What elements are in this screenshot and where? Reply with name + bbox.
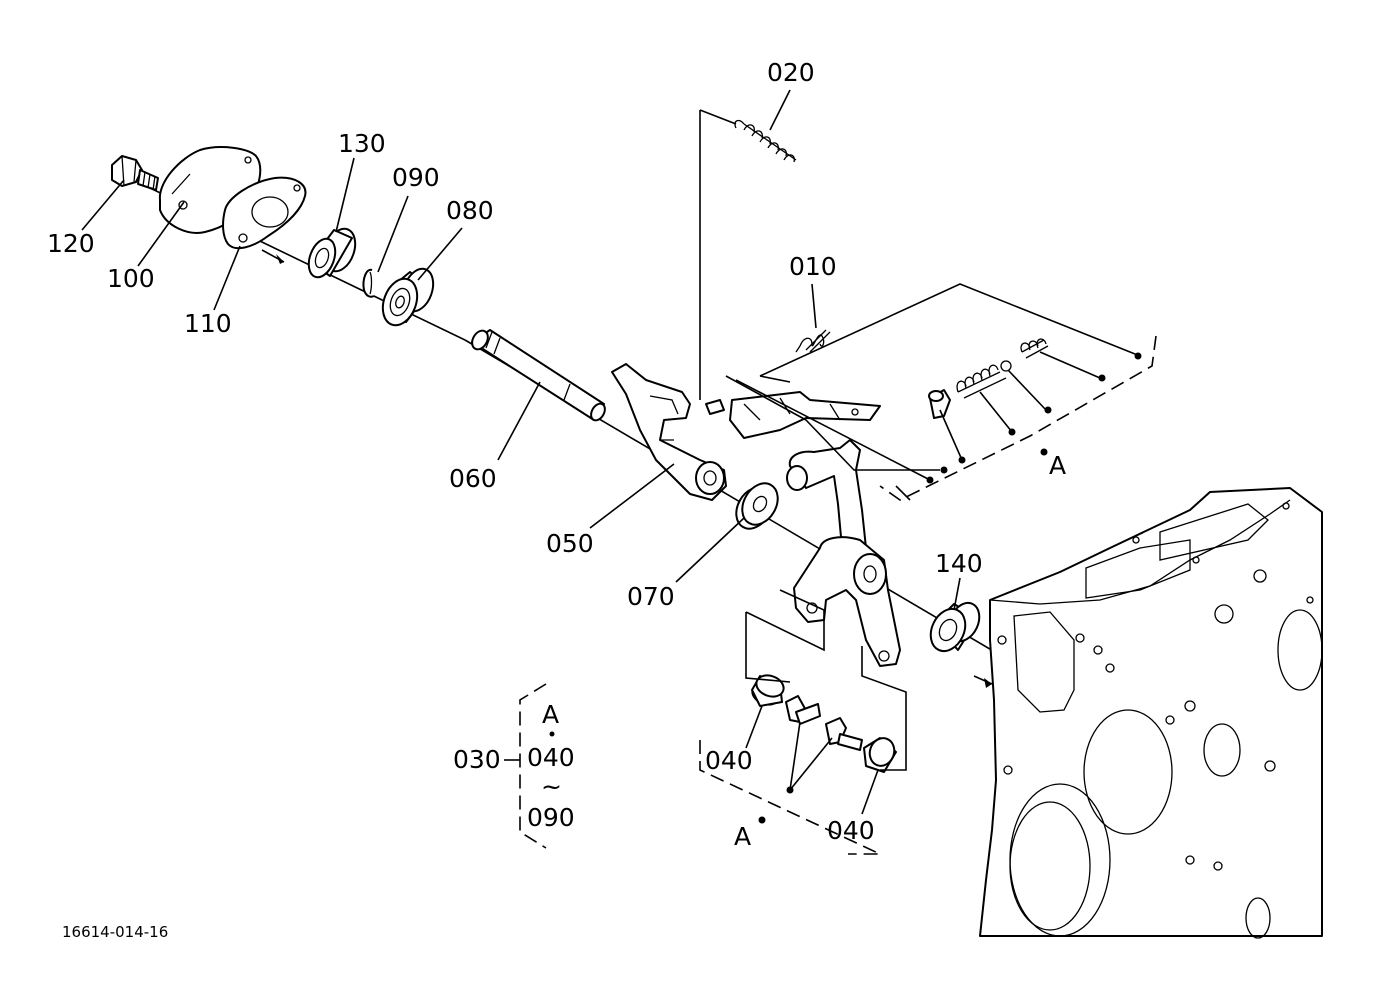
part-120-bolt <box>111 155 159 191</box>
part-070-washer <box>735 482 779 530</box>
legend-to: 090 <box>527 803 575 832</box>
legend-assembly-number: 030 <box>453 745 501 774</box>
part-130-oil-seal <box>307 227 357 279</box>
part-010-spring <box>795 329 831 353</box>
reference-dots <box>549 352 1142 824</box>
part-050-fork-lever <box>611 363 727 501</box>
part-080-ball-bearing <box>381 267 435 327</box>
callout-070: 070 <box>627 582 675 611</box>
callout-050: 050 <box>546 529 594 558</box>
drawing-code: 16614-014-16 <box>62 923 169 941</box>
callout-leader-lines <box>81 89 961 815</box>
kit-legend-bracket <box>504 683 547 849</box>
callout-060: 060 <box>449 464 497 493</box>
engine-block-housing <box>973 487 1323 939</box>
part-020-tension-spring <box>734 119 797 163</box>
callout-020: 020 <box>767 58 815 87</box>
ref-label-a-lower: A <box>734 822 752 851</box>
kit-a-boundary-lines <box>699 109 1157 855</box>
part-140-bearing <box>929 601 981 653</box>
callout-010: 010 <box>789 252 837 281</box>
legend-range-mark: ~ <box>541 772 562 801</box>
part-governor-lever-plate <box>705 391 881 439</box>
callout-090: 090 <box>392 163 440 192</box>
part-060-shaft <box>471 329 606 422</box>
part-090-snap-ring <box>362 268 375 298</box>
kit-a-lower-parts <box>751 674 897 773</box>
callout-100: 100 <box>107 264 155 293</box>
kit-a-upper-parts <box>928 338 1049 419</box>
callout-040-left: 040 <box>705 746 753 775</box>
part-110-gasket <box>222 176 307 264</box>
callout-140: 140 <box>935 549 983 578</box>
legend-ref: A <box>542 700 560 729</box>
callout-130: 130 <box>338 129 386 158</box>
part-governor-arm <box>786 439 901 667</box>
callout-110: 110 <box>184 309 232 338</box>
callout-120: 120 <box>47 229 95 258</box>
callout-080: 080 <box>446 196 494 225</box>
callout-040-right: 040 <box>827 816 875 845</box>
legend-from: 040 <box>527 743 575 772</box>
ref-label-a-upper: A <box>1049 451 1067 480</box>
